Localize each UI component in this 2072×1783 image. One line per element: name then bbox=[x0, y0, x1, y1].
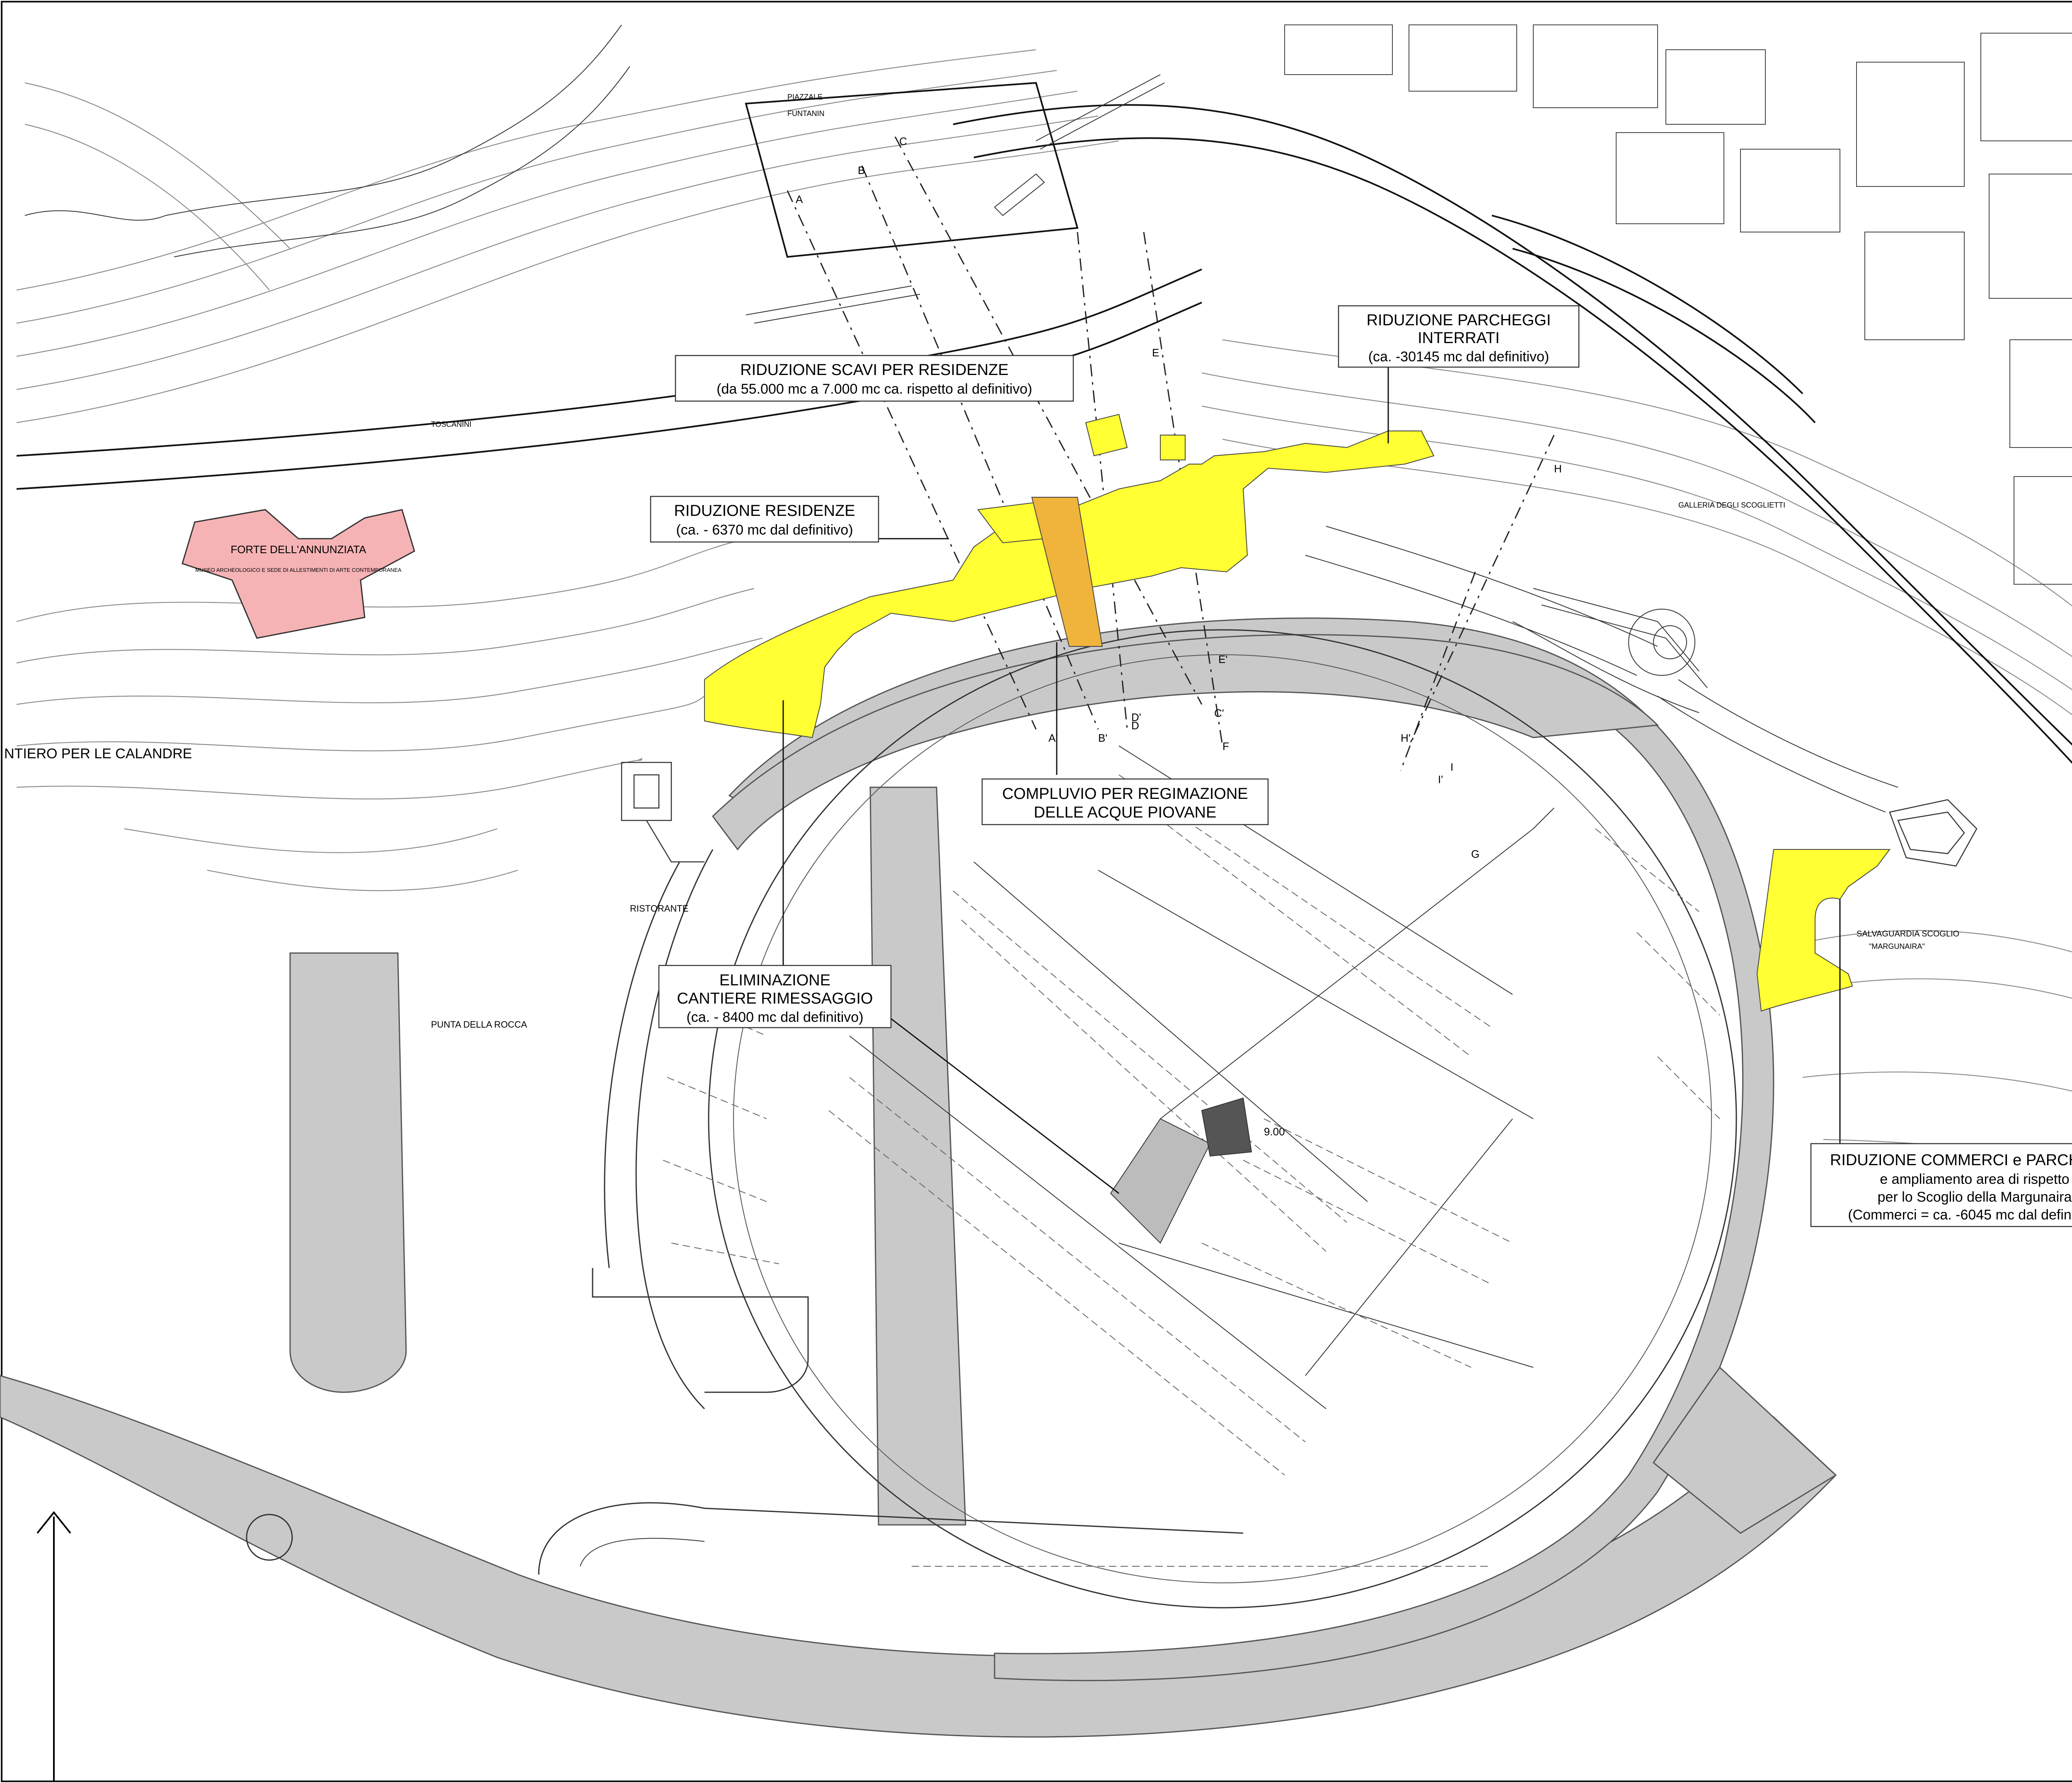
callout-parcheggi: RIDUZIONE PARCHEGGI INTERRATI (ca. -3014… bbox=[1338, 305, 1580, 368]
section-mark: A bbox=[796, 193, 803, 206]
berth-pontoons bbox=[663, 745, 1720, 1567]
ristorante-label: RISTORANTE bbox=[630, 903, 688, 914]
marina-structures bbox=[0, 617, 1837, 1738]
section-mark: C bbox=[899, 135, 907, 148]
section-mark: B bbox=[858, 164, 865, 177]
section-mark: G bbox=[1471, 848, 1479, 860]
callout-compluvio: COMPLUVIO PER REGIMAZIONE DELLE ACQUE PI… bbox=[981, 778, 1269, 825]
section-mark: A' bbox=[1048, 732, 1058, 744]
highlighted-areas bbox=[704, 414, 1890, 1012]
section-mark: D bbox=[1131, 719, 1139, 732]
forte-label: FORTE DELL'ANNUNZIATA bbox=[230, 543, 366, 556]
section-mark: I' bbox=[1438, 773, 1443, 786]
section-mark-labels: A B C D E F G H I A' B' C' D' E' H' I' bbox=[796, 135, 1562, 860]
punta-rocca-label: PUNTA DELLA ROCCA bbox=[431, 1019, 527, 1030]
scoglio-rock bbox=[1889, 799, 1978, 867]
section-mark: F bbox=[1222, 740, 1229, 752]
section-mark: E bbox=[1152, 346, 1159, 359]
museo-label: MUSEO ARCHEOLOGICO E SEDE DI ALLESTIMENT… bbox=[195, 567, 402, 573]
callout-eliminazione: ELIMINAZIONE CANTIERE RIMESSAGGIO (ca. -… bbox=[658, 965, 892, 1028]
contour-lines bbox=[16, 49, 2072, 1166]
callout-parcheggi-title2: INTERRATI bbox=[1418, 329, 1500, 347]
toscanini-label: TOSCANINI bbox=[431, 420, 472, 428]
section-mark: C' bbox=[1214, 707, 1224, 719]
callout-compluvio-title: COMPLUVIO PER REGIMAZIONE bbox=[1002, 785, 1248, 803]
galleria-label: GALLERIA DEGLI SCOGLIETTI bbox=[1678, 501, 1785, 509]
callout-scavi: RIDUZIONE SCAVI PER RESIDENZE (da 55.000… bbox=[675, 355, 1074, 402]
callout-eliminazione-title: ELIMINAZIONE bbox=[719, 972, 830, 989]
callout-leaders bbox=[782, 365, 1841, 1194]
callout-parcheggi-detail: (ca. -30145 mc dal definitivo) bbox=[1368, 349, 1549, 365]
callout-commerci-line2: e ampliamento area di rispetto bbox=[1880, 1171, 2069, 1187]
callout-residenze-detail: (ca. - 6370 mc dal definitivo) bbox=[676, 522, 853, 538]
section-mark: I bbox=[1450, 761, 1453, 773]
highlight-compluvio bbox=[1031, 497, 1103, 647]
ramp-structures bbox=[746, 74, 1708, 688]
callout-eliminazione-title2: CANTIERE RIMESSAGGIO bbox=[677, 990, 873, 1007]
place-labels: FORTE DELL'ANNUNZIATA MUSEO ARCHEOLOGICO… bbox=[4, 93, 1959, 1138]
highlight-parking-top2 bbox=[1160, 435, 1186, 460]
ristorante-building bbox=[621, 762, 704, 863]
highlight-margunaira bbox=[1756, 849, 1890, 1012]
level-label: 9.00 bbox=[1264, 1125, 1285, 1138]
callout-commerci-line3: per lo Scoglio della Margunaira bbox=[1878, 1189, 2072, 1205]
funtanin-label: FUNTANIN bbox=[787, 109, 825, 118]
forte-annunziata bbox=[182, 509, 415, 639]
callout-commerci: RIDUZIONE COMMERCI e PARCHEGGI e ampliam… bbox=[1810, 1143, 2072, 1227]
salvaguardia-label: SALVAGUARDIA SCOGLIO bbox=[1857, 929, 1959, 939]
section-mark: H bbox=[1554, 462, 1562, 475]
callout-scavi-detail: (da 55.000 mc a 7.000 mc ca. rispetto al… bbox=[716, 381, 1032, 397]
callout-residenze-title: RIDUZIONE RESIDENZE bbox=[674, 502, 855, 520]
piazzale-label: PIAZZALE bbox=[787, 93, 823, 101]
sentiero-label: NTIERO PER LE CALANDRE bbox=[4, 746, 192, 762]
section-mark: D' bbox=[1131, 711, 1141, 723]
section-lines bbox=[787, 136, 1555, 771]
section-mark: E' bbox=[1218, 653, 1227, 665]
margunaira-label: "MARGUNAIRA" bbox=[1869, 942, 1925, 951]
highlight-parking-top bbox=[1085, 414, 1128, 457]
road-network bbox=[16, 24, 2072, 813]
callout-commerci-title: RIDUZIONE COMMERCI e PARCHEGGI bbox=[1830, 1152, 2072, 1169]
callout-parcheggi-title: RIDUZIONE PARCHEGGI bbox=[1367, 312, 1551, 329]
building-blocks bbox=[1284, 24, 2072, 585]
section-mark: B' bbox=[1098, 732, 1107, 744]
callout-commerci-detail: (Commerci = ca. -6045 mc dal definitivo) bbox=[1848, 1207, 2072, 1223]
section-mark: H' bbox=[1401, 732, 1411, 744]
callout-residenze: RIDUZIONE RESIDENZE (ca. - 6370 mc dal d… bbox=[650, 496, 879, 543]
callout-eliminazione-detail: (ca. - 8400 mc dal definitivo) bbox=[686, 1009, 863, 1025]
callout-scavi-title: RIDUZIONE SCAVI PER RESIDENZE bbox=[740, 361, 1009, 379]
north-arrow bbox=[36, 1511, 71, 1782]
callout-compluvio-title2: DELLE ACQUE PIOVANE bbox=[1034, 804, 1217, 821]
